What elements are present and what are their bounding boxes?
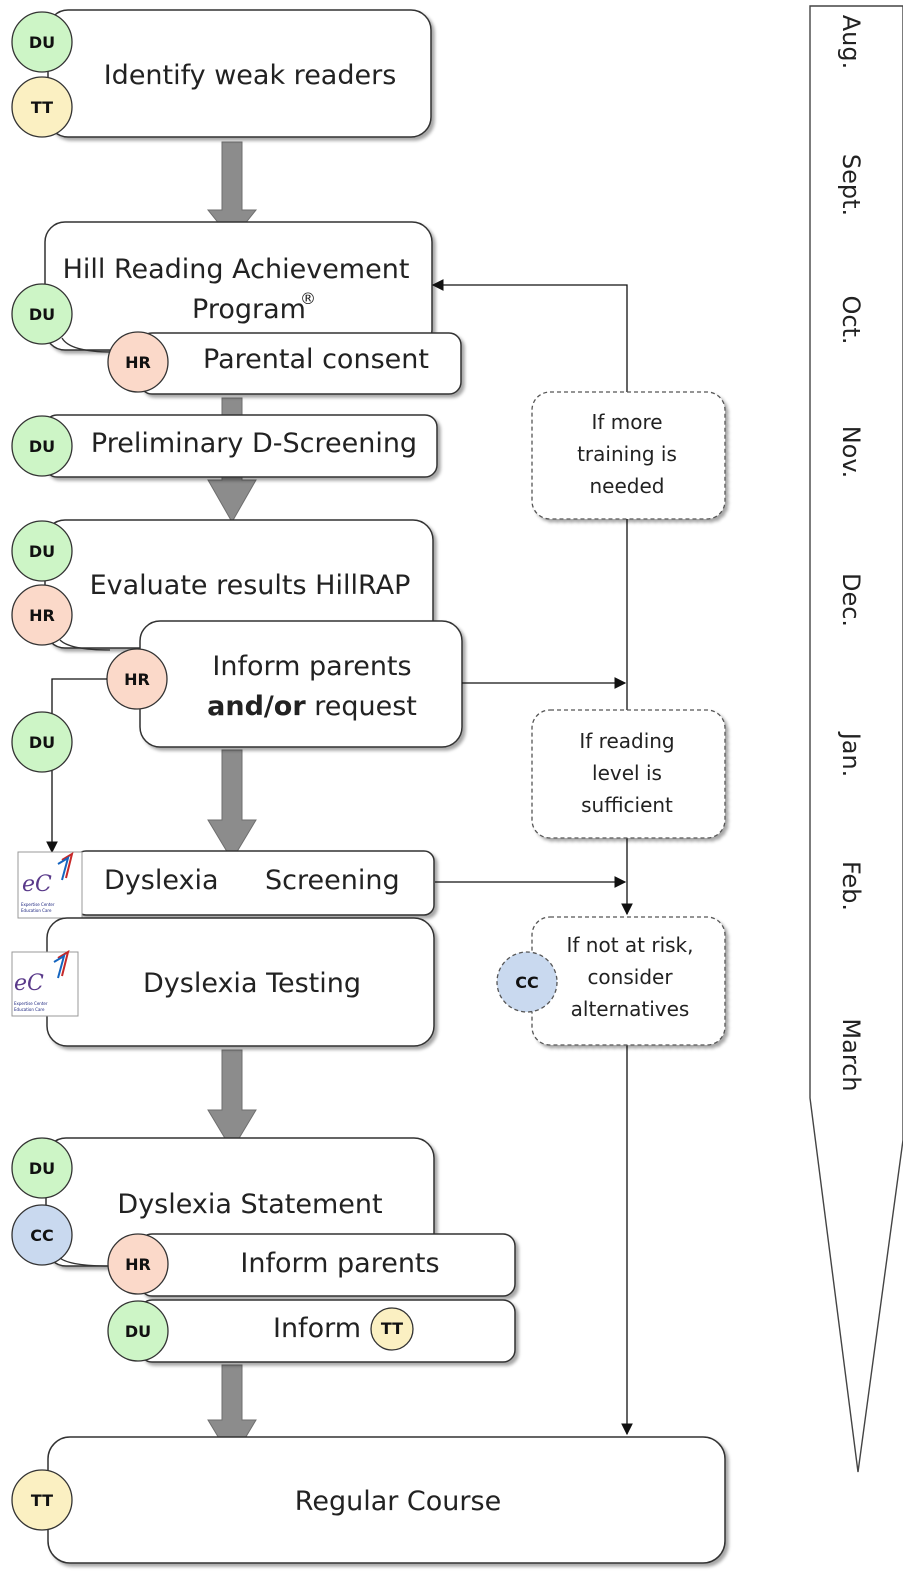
- tt-badge: TT: [11, 1469, 73, 1531]
- svg-text:DU: DU: [29, 733, 55, 752]
- svg-text:HR: HR: [125, 1255, 151, 1274]
- month-sept: Sept.: [837, 154, 865, 216]
- month-oct: Oct.: [837, 295, 865, 344]
- svg-text:TT: TT: [31, 98, 53, 117]
- month-aug: Aug.: [837, 15, 865, 70]
- logo-mark: eC: [14, 971, 44, 996]
- flow-arrow-3: [207, 749, 257, 861]
- svg-text:needed: needed: [590, 474, 665, 498]
- timeline-outline: [809, 5, 903, 1473]
- du-badge: DU: [11, 415, 73, 477]
- expertise-center-logo: eC Expertise Center Education Care: [11, 949, 79, 1017]
- svg-text:HR: HR: [125, 353, 151, 372]
- du-badge: DU: [11, 711, 73, 773]
- hr-badge: HR: [11, 584, 73, 646]
- condition-connectors: [431, 279, 633, 1436]
- svg-text:HR: HR: [29, 606, 55, 625]
- regular-course-label: Regular Course: [295, 1486, 501, 1517]
- svg-text:TT: TT: [31, 1491, 53, 1510]
- hill-program-line1: Hill Reading Achievement: [63, 254, 410, 285]
- month-nov: Nov.: [837, 426, 865, 479]
- dyslexia-screening-label-b: Screening: [265, 865, 400, 896]
- du-badge: DU: [11, 520, 73, 582]
- svg-text:DU: DU: [29, 33, 55, 52]
- month-dec: Dec.: [837, 573, 865, 627]
- cc-badge: CC: [11, 1204, 73, 1266]
- inform-request-line2: and/or request: [207, 691, 417, 722]
- du-badge: DU: [11, 283, 73, 345]
- svg-text:consider: consider: [587, 965, 673, 989]
- hill-program-line2: Program: [192, 294, 306, 325]
- timeline: Aug. Sept. Oct. Nov. Dec. Jan. Feb. Marc…: [809, 5, 903, 1473]
- expertise-center-logo: eC Expertise Center Education Care: [17, 851, 83, 919]
- dyslexia-screening-label-a: Dyslexia: [104, 865, 219, 896]
- condition-more-training: If more training is needed: [531, 391, 726, 520]
- du-badge: DU: [107, 1300, 169, 1362]
- step-hill-program: Hill Reading Achievement Program ® DU: [11, 221, 433, 351]
- svg-text:If more: If more: [591, 410, 662, 434]
- du-badge: DU: [11, 11, 73, 73]
- du-badge: DU: [11, 1137, 73, 1199]
- step-inform-tt: Inform TT DU: [107, 1299, 516, 1363]
- du-badge-circle: [11, 11, 73, 73]
- hr-badge: HR: [107, 331, 169, 393]
- tt-badge-small: TT: [370, 1307, 414, 1351]
- hr-badge: HR: [106, 648, 168, 710]
- logo-mark: eC: [22, 872, 52, 897]
- evaluate-results-label: Evaluate results HillRAP: [90, 570, 411, 601]
- logo-caption-2: Education Care: [21, 908, 52, 913]
- parental-consent-label: Parental consent: [203, 344, 429, 375]
- step-regular-course: Regular Course TT: [11, 1436, 726, 1564]
- logo-caption-1: Expertise Center: [21, 902, 55, 907]
- step-parental-consent: Parental consent HR: [107, 331, 462, 395]
- cc-badge: CC: [496, 951, 558, 1013]
- dyslexia-testing-label: Dyslexia Testing: [143, 968, 361, 999]
- condition-reading-sufficient: If reading level is sufficient: [531, 709, 726, 839]
- month-jan: Jan.: [837, 731, 865, 778]
- step-inform-request: Inform parents and/or request HR: [106, 620, 463, 748]
- svg-text:DU: DU: [29, 437, 55, 456]
- svg-text:CC: CC: [30, 1226, 53, 1245]
- preliminary-screening-label: Preliminary D-Screening: [91, 428, 417, 459]
- inform-request-line1: Inform parents: [212, 651, 411, 682]
- step-evaluate-results: Evaluate results HillRAP DU HR: [11, 519, 434, 649]
- month-march: March: [837, 1018, 865, 1091]
- svg-text:DU: DU: [29, 542, 55, 561]
- registered-mark: ®: [300, 289, 316, 308]
- svg-text:If not at risk,: If not at risk,: [566, 933, 693, 957]
- hr-badge: HR: [107, 1233, 169, 1295]
- svg-text:HR: HR: [124, 670, 150, 689]
- svg-text:DU: DU: [125, 1322, 151, 1341]
- logo-caption-2: Education Care: [14, 1007, 45, 1012]
- dyslexia-statement-label: Dyslexia Statement: [117, 1189, 382, 1220]
- condition-not-at-risk: If not at risk, consider alternatives CC: [496, 916, 726, 1046]
- step-dyslexia-screening: Dyslexia Screening eC Expertise Center E…: [17, 850, 435, 919]
- svg-text:TT: TT: [381, 1319, 403, 1338]
- svg-text:DU: DU: [29, 1159, 55, 1178]
- inform-request-bold: and/or: [207, 691, 306, 722]
- step-identify: Identify weak readers DU TT: [11, 9, 432, 138]
- svg-text:sufficient: sufficient: [581, 793, 673, 817]
- svg-text:level is: level is: [592, 761, 662, 785]
- inform-tt-label: Inform: [273, 1313, 361, 1344]
- flow-arrow-4: [207, 1049, 257, 1151]
- tt-badge: TT: [11, 76, 73, 138]
- svg-text:CC: CC: [515, 973, 538, 992]
- inform-request-rest: request: [306, 691, 417, 722]
- svg-text:alternatives: alternatives: [571, 997, 690, 1021]
- step-dyslexia-testing: Dyslexia Testing eC Expertise Center Edu…: [11, 917, 435, 1047]
- svg-text:If reading: If reading: [579, 729, 674, 753]
- inform-parents-label: Inform parents: [240, 1248, 439, 1279]
- step-identify-label: Identify weak readers: [104, 60, 397, 91]
- month-feb: Feb.: [837, 861, 865, 911]
- step-inform-parents: Inform parents HR: [107, 1233, 516, 1297]
- svg-text:DU: DU: [29, 305, 55, 324]
- step-preliminary-screening: Preliminary D-Screening DU: [11, 414, 438, 478]
- logo-caption-1: Expertise Center: [14, 1001, 48, 1006]
- svg-text:training is: training is: [577, 442, 677, 466]
